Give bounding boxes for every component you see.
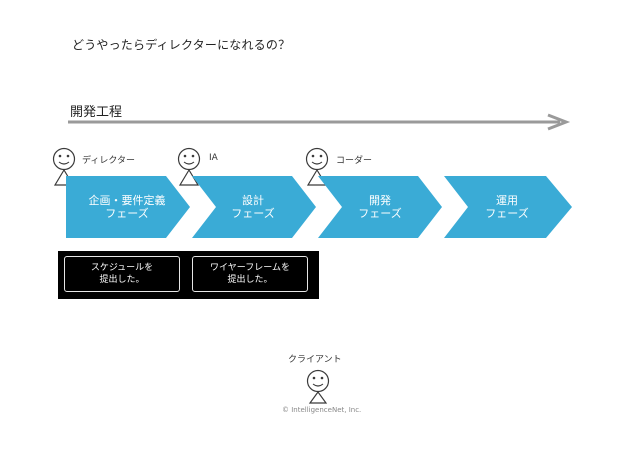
phase-planning-line1: 企画・要件定義 — [88, 194, 166, 207]
role-label-coder: コーダー — [336, 156, 373, 166]
outputs-band: スケジュールを 提出した。 ワイヤーフレームを 提出した。 — [58, 251, 319, 299]
output-wireframe-line1: ワイヤーフレームを — [210, 263, 290, 273]
process-label: 開発工程 — [70, 105, 123, 120]
coder-figure-icon — [305, 147, 329, 186]
phase-operation-line1: 運用 — [496, 194, 518, 207]
copyright-text: © IntelligenceNet, Inc. — [282, 406, 362, 414]
phase-operation-line2: フェーズ — [485, 207, 529, 220]
phase-development-line2: フェーズ — [358, 207, 402, 220]
phase-planning-line2: フェーズ — [105, 207, 149, 220]
phase-design-line1: 設計 — [242, 194, 264, 207]
output-schedule-line1: スケジュールを — [90, 263, 154, 273]
client-figure-icon — [306, 369, 330, 404]
phase-planning: 企画・要件定義 フェーズ — [72, 194, 182, 220]
process-arrow — [68, 113, 571, 131]
phase-chevrons — [66, 176, 572, 238]
role-label-ia: IA — [209, 153, 218, 163]
phase-shape-operation — [444, 176, 572, 238]
role-label-director: ディレクター — [82, 156, 136, 166]
phase-design-line2: フェーズ — [231, 207, 275, 220]
phase-development-line1: 開発 — [369, 194, 391, 207]
output-schedule: スケジュールを 提出した。 — [64, 256, 180, 292]
output-wireframe-line2: 提出した。 — [227, 275, 273, 285]
phase-shape-planning — [66, 176, 190, 238]
phase-shape-development — [318, 176, 442, 238]
output-wireframe: ワイヤーフレームを 提出した。 — [192, 256, 308, 292]
ia-figure-icon — [177, 147, 201, 186]
phase-design: 設計 フェーズ — [198, 194, 308, 220]
phase-shape-design — [192, 176, 316, 238]
output-schedule-line2: 提出した。 — [99, 275, 145, 285]
client-label: クライアント — [288, 355, 342, 365]
phase-operation: 運用 フェーズ — [452, 194, 562, 220]
page-title: どうやったらディレクターになれるの？ — [72, 38, 291, 52]
phase-development: 開発 フェーズ — [325, 194, 435, 220]
